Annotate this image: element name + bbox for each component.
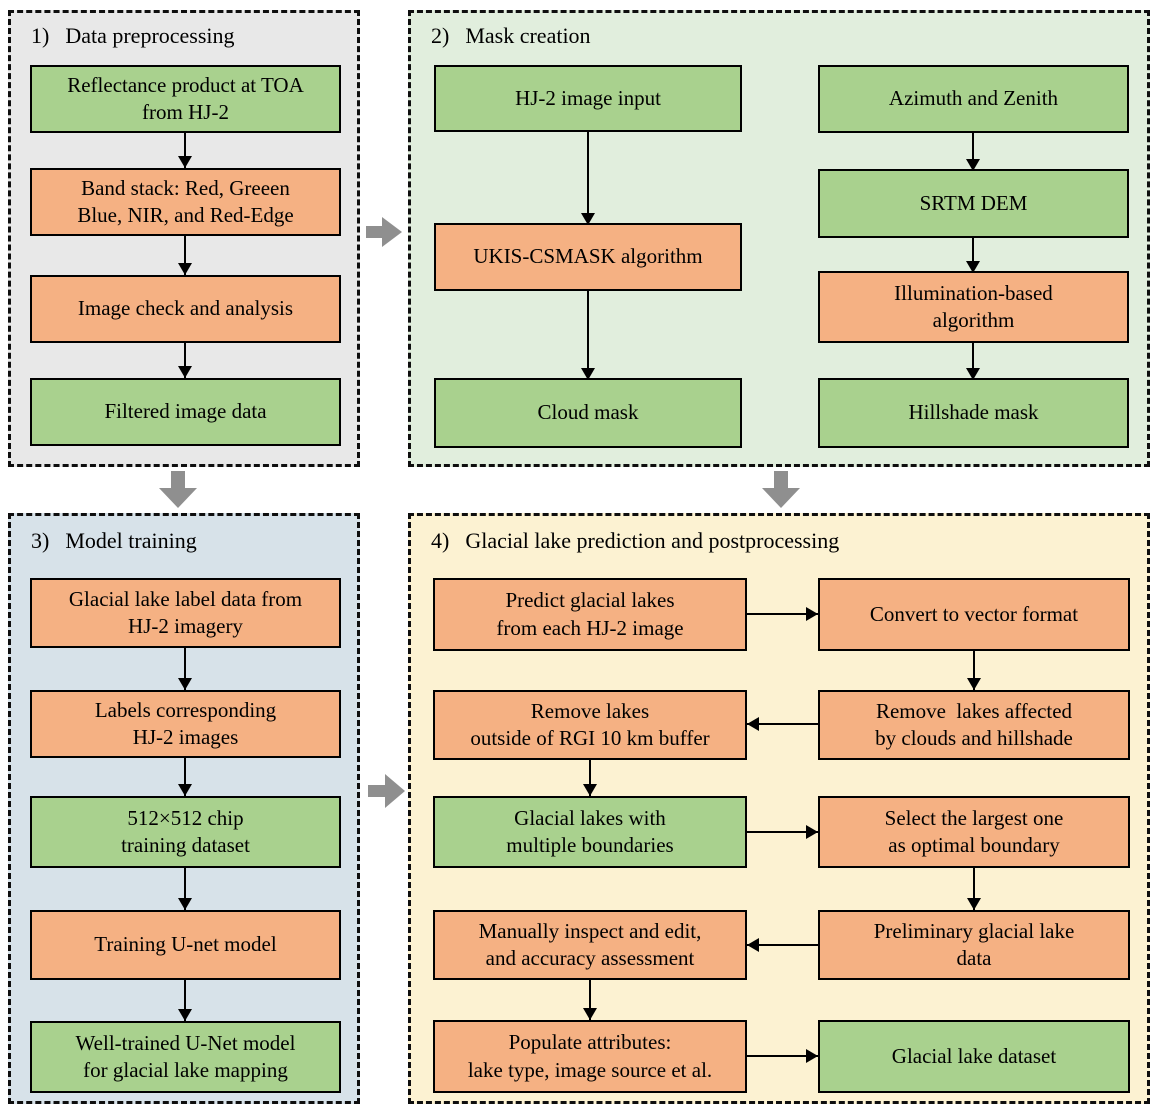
arrow-populate-to-dataset	[747, 1055, 818, 1057]
arrow-removeoutside-to-multiple	[589, 760, 591, 796]
arrow-preliminary-to-inspect	[747, 944, 818, 946]
box-labels-corresponding: Labels corresponding HJ-2 images	[30, 690, 341, 758]
box-ukis-csmask: UKIS-CSMASK algorithm	[434, 223, 742, 291]
arrow-reflectance-to-bandstack	[184, 131, 186, 168]
box-srtm-dem: SRTM DEM	[818, 169, 1129, 238]
box-reflectance-product: Reflectance product at TOA from HJ-2	[30, 65, 341, 133]
panel-title-text: Glacial lake prediction and postprocessi…	[465, 528, 840, 553]
arrow-ukis-to-cloudmask	[587, 289, 589, 380]
arrow-convert-to-removeaffected	[973, 651, 975, 690]
panel-number: 4)	[431, 528, 450, 553]
box-glacial-label-data: Glacial lake label data from HJ-2 imager…	[30, 578, 341, 648]
arrow-inspect-to-populate	[589, 980, 591, 1020]
box-remove-affected: Remove lakes affected by clouds and hill…	[818, 690, 1130, 760]
arrow-labels-to-chips	[184, 756, 186, 796]
box-cloud-mask: Cloud mask	[434, 378, 742, 448]
box-training-unet: Training U-net model	[30, 910, 341, 980]
panel-mask-creation: 2) Mask creation HJ-2 image input UKIS-CS…	[408, 10, 1150, 467]
arrow-predict-to-convert	[747, 613, 818, 615]
panel-number: 2)	[431, 23, 450, 48]
panel-title-text: Model training	[65, 528, 197, 553]
box-populate-attributes: Populate attributes: lake type, image so…	[433, 1020, 747, 1093]
arrow-training-to-welltrained	[184, 978, 186, 1021]
panel-title-mask: 2) Mask creation	[431, 23, 591, 49]
arrow-srtm-to-illumination	[972, 236, 974, 273]
box-hj2-image-input: HJ-2 image input	[434, 65, 742, 132]
box-image-check: Image check and analysis	[30, 275, 341, 343]
arrow-hj2input-to-ukis	[587, 130, 589, 225]
box-filtered-image: Filtered image data	[30, 378, 341, 446]
box-hillshade-mask: Hillshade mask	[818, 378, 1129, 448]
panel-title-preprocessing: 1) Data preprocessing	[31, 23, 235, 49]
connector-arrow-preprocessing-to-mask-icon	[366, 217, 402, 247]
box-manually-inspect: Manually inspect and edit, and accuracy …	[433, 910, 747, 980]
arrow-multiple-to-selectlargest	[747, 831, 818, 833]
arrow-chips-to-training	[184, 866, 186, 910]
box-remove-outside-buffer: Remove lakes outside of RGI 10 km buffer	[433, 690, 747, 760]
box-select-largest: Select the largest one as optimal bounda…	[818, 796, 1130, 868]
arrow-selectlargest-to-preliminary	[973, 868, 975, 910]
box-well-trained-unet: Well-trained U-Net model for glacial lak…	[30, 1021, 341, 1093]
arrow-labeldata-to-labels	[184, 646, 186, 690]
connector-arrow-preprocessing-to-training-icon	[159, 471, 197, 508]
box-convert-vector: Convert to vector format	[818, 578, 1130, 651]
panel-title-prediction: 4) Glacial lake prediction and postproces…	[431, 528, 839, 554]
arrow-check-to-filtered	[184, 341, 186, 378]
arrow-removeaffected-to-removeoutside	[747, 723, 818, 725]
panel-number: 1)	[31, 23, 50, 48]
panel-number: 3)	[31, 528, 50, 553]
box-glacial-lake-dataset: Glacial lake dataset	[818, 1020, 1130, 1093]
box-predict-lakes: Predict glacial lakes from each HJ-2 ima…	[433, 578, 747, 651]
arrow-azimuth-to-srtm	[972, 131, 974, 171]
connector-arrow-mask-to-prediction-icon	[762, 471, 800, 508]
panel-title-training: 3) Model training	[31, 528, 197, 554]
panel-title-text: Data preprocessing	[65, 23, 235, 48]
box-illumination-algorithm: Illumination-based algorithm	[818, 271, 1129, 343]
connector-arrow-training-to-prediction-icon	[368, 774, 405, 808]
box-azimuth-zenith: Azimuth and Zenith	[818, 65, 1129, 133]
box-chip-training-dataset: 512×512 chip training dataset	[30, 796, 341, 868]
panel-model-training: 3) Model training Glacial lake label data…	[8, 513, 360, 1104]
arrow-illumination-to-hillshade	[972, 341, 974, 380]
panel-prediction-postprocessing: 4) Glacial lake prediction and postproces…	[408, 513, 1150, 1104]
box-band-stack: Band stack: Red, Greeen Blue, NIR, and R…	[30, 168, 341, 236]
arrow-bandstack-to-check	[184, 234, 186, 275]
box-preliminary-data: Preliminary glacial lake data	[818, 910, 1130, 980]
panel-data-preprocessing: 1) Data preprocessing Reflectance product…	[8, 10, 360, 467]
panel-title-text: Mask creation	[465, 23, 591, 48]
box-multiple-boundaries: Glacial lakes with multiple boundaries	[433, 796, 747, 868]
